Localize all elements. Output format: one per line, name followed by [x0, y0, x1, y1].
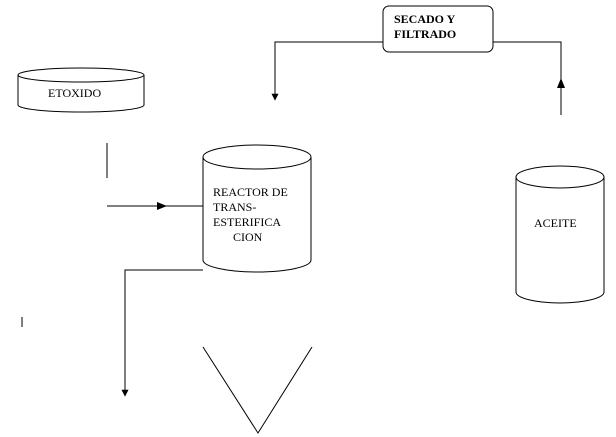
reactor-label: REACTOR DE TRANS- ESTERIFICA CION [213, 185, 288, 244]
aceite-tank [515, 165, 605, 304]
decantador-cone [202, 346, 313, 434]
reactor-outlet-line [121, 269, 203, 397]
secado-filtrado-label: SECADO Y FILTRADO [394, 12, 457, 41]
secado-to-reactor-line [271, 41, 383, 101]
arrowhead-into-reactor [157, 202, 167, 210]
etoxido-tank [17, 67, 145, 113]
aceite-to-secado-line [493, 41, 562, 115]
aceite-label: ACEITE [534, 216, 577, 230]
secado-filtrado-box [382, 5, 494, 53]
etoxido-label: ETOXIDO [48, 86, 102, 100]
reactor-tank [202, 144, 312, 273]
arrowhead-up-aceite [557, 78, 565, 88]
